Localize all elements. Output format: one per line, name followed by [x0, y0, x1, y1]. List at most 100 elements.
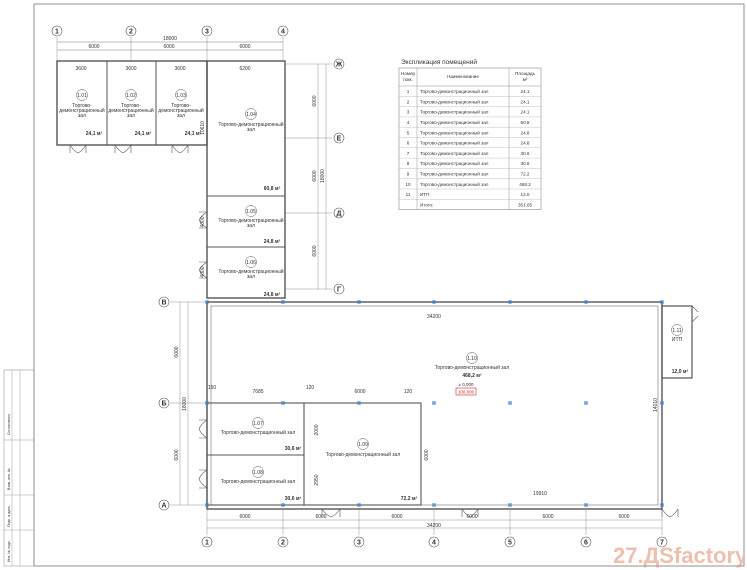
column-node	[432, 401, 436, 405]
svg-text:Г: Г	[337, 287, 341, 294]
svg-text:демонстрационный: демонстрационный	[108, 107, 154, 114]
room-label-1-03: 1.03 Торгово- демонстрационный зал 24,1 …	[158, 89, 204, 137]
axis-label: 7	[660, 540, 664, 547]
dim-label: 6000	[315, 514, 326, 520]
svg-text:27.ДSfactory: 27.ДSfactory	[613, 543, 743, 568]
room-label-1-11: 1.11 ИТП 12,0 м²	[671, 324, 689, 375]
stamp-strip: Инв. № подл. Подп. и дата Взам. инв. № С…	[3, 369, 35, 567]
axis-bubble: Д	[333, 207, 345, 219]
svg-text:зал: зал	[78, 113, 86, 119]
dim-label: 10610	[200, 121, 206, 135]
table-total-label: Итого:	[420, 202, 433, 207]
table-cell: ИТП	[420, 192, 429, 197]
table-cell: 30.6	[521, 161, 530, 166]
room-label-1-07: 1.07 Торгово-демонстрационный зал 30,6 м…	[221, 417, 302, 452]
svg-text:4: 4	[281, 29, 285, 36]
svg-text:1.09: 1.09	[358, 442, 368, 448]
table-cell: 468.2	[519, 182, 531, 187]
svg-text:Торгово-демонстрационный зал: Торгово-демонстрационный зал	[326, 451, 401, 458]
door	[69, 144, 189, 154]
column-node	[432, 503, 436, 507]
table-cell: Торгово-демонстрационный зал	[420, 181, 489, 187]
axis-label: 1	[205, 540, 209, 547]
dim-label: 3600	[174, 66, 185, 72]
dim-label: 3600	[125, 66, 136, 72]
table-cell: Торгово-демонстрационный зал	[420, 150, 489, 156]
axis-label: 2	[281, 540, 285, 547]
svg-text:1.07: 1.07	[253, 421, 263, 427]
schedule-title: Экспликация помещений	[401, 58, 477, 66]
table-cell: 60.8	[521, 120, 530, 125]
axis-bubble: Г	[333, 283, 345, 295]
sheet-frame	[33, 3, 745, 567]
dim-label: 6000	[312, 95, 318, 106]
stamp-label: Согласовано	[7, 414, 11, 435]
axis-bubble: В	[158, 296, 170, 308]
svg-text:1.04: 1.04	[246, 112, 256, 118]
svg-text:100.000: 100.000	[458, 390, 475, 395]
table-cell: Торгово-демонстрационный зал	[420, 129, 489, 135]
dim-label: 2950	[314, 474, 320, 485]
svg-text:1.10: 1.10	[467, 356, 477, 362]
svg-text:Торгово-: Торгово-	[72, 103, 92, 109]
table-cell: 9	[407, 172, 410, 177]
dim-label: 6000	[312, 245, 318, 256]
top-dimensions	[57, 41, 283, 51]
main-hall-walls	[206, 301, 663, 510]
table-cell: 1	[407, 89, 410, 94]
column-node	[508, 503, 512, 507]
svg-text:24,1 м²: 24,1 м²	[135, 131, 152, 137]
svg-text:ИТП: ИТП	[672, 337, 683, 343]
right-wing-walls	[206, 60, 286, 299]
dim-label: 7685	[252, 389, 263, 395]
table-cell: 30.6	[521, 151, 530, 156]
door	[198, 305, 699, 518]
dim-label: 150	[208, 385, 217, 391]
room-label-1-05: 1.05 Торгово-демонстрационный зал 24,8 м…	[218, 205, 284, 245]
svg-text:зал: зал	[177, 113, 185, 119]
axis-bubble: Б	[158, 397, 170, 409]
lower-rooms-walls	[206, 402, 422, 506]
svg-text:Торгово-демонстрационный зал: Торгово-демонстрационный зал	[221, 429, 296, 436]
axis-label: 5	[508, 540, 512, 547]
svg-text:1.08: 1.08	[253, 470, 263, 476]
axis-bubble: 4	[277, 25, 289, 37]
stamp-label: Взам. инв. №	[7, 468, 11, 490]
svg-text:24,1 м²: 24,1 м²	[185, 131, 202, 137]
dim-label: 34200	[427, 314, 441, 320]
dim-label: 3600	[75, 66, 86, 72]
axis-bubble: А	[158, 499, 170, 511]
room-label-1-10: 1.10 Торгово-демонстрационный зал 468,2 …	[435, 352, 509, 379]
axis-bubble: 7	[656, 536, 668, 548]
svg-text:Торгово-демонстрационный: Торгово-демонстрационный	[218, 121, 283, 128]
table-cell: Торгово-демонстрационный зал	[420, 140, 489, 146]
table-total-value: 351.05	[518, 202, 532, 207]
column-node	[584, 503, 588, 507]
table-header: Наименование	[447, 74, 479, 79]
dim-label: 6000	[239, 44, 250, 50]
column-node	[281, 300, 285, 304]
svg-text:3: 3	[205, 29, 209, 36]
svg-text:1.06: 1.06	[246, 260, 256, 266]
table-cell: Торгово-демонстрационный зал	[420, 160, 489, 166]
dim-label: 19910	[533, 491, 547, 497]
itp-room	[661, 305, 693, 379]
dim-label: 18000	[163, 36, 177, 42]
dim-label: 18000	[182, 397, 188, 411]
svg-text:1.02: 1.02	[126, 93, 136, 99]
svg-text:30,6 м²: 30,6 м²	[285, 446, 302, 452]
svg-text:± 0,000: ± 0,000	[459, 382, 474, 387]
table-cell: 24.1	[521, 99, 530, 104]
axis-label: 3	[357, 540, 361, 547]
column-node	[281, 503, 285, 507]
axis-bubble: Ж	[333, 58, 345, 70]
svg-text:демонстрационный: демонстрационный	[158, 107, 204, 114]
svg-text:Е: Е	[337, 136, 342, 143]
top-axes	[56, 37, 284, 60]
table-cell: Торгово-демонстрационный зал	[420, 119, 489, 125]
svg-text:Торгово-демонстрационный: Торгово-демонстрационный	[218, 217, 283, 224]
axis-bubble: 3	[201, 25, 213, 37]
table-cell: 24.1	[521, 89, 530, 94]
svg-text:1.05: 1.05	[246, 209, 256, 215]
